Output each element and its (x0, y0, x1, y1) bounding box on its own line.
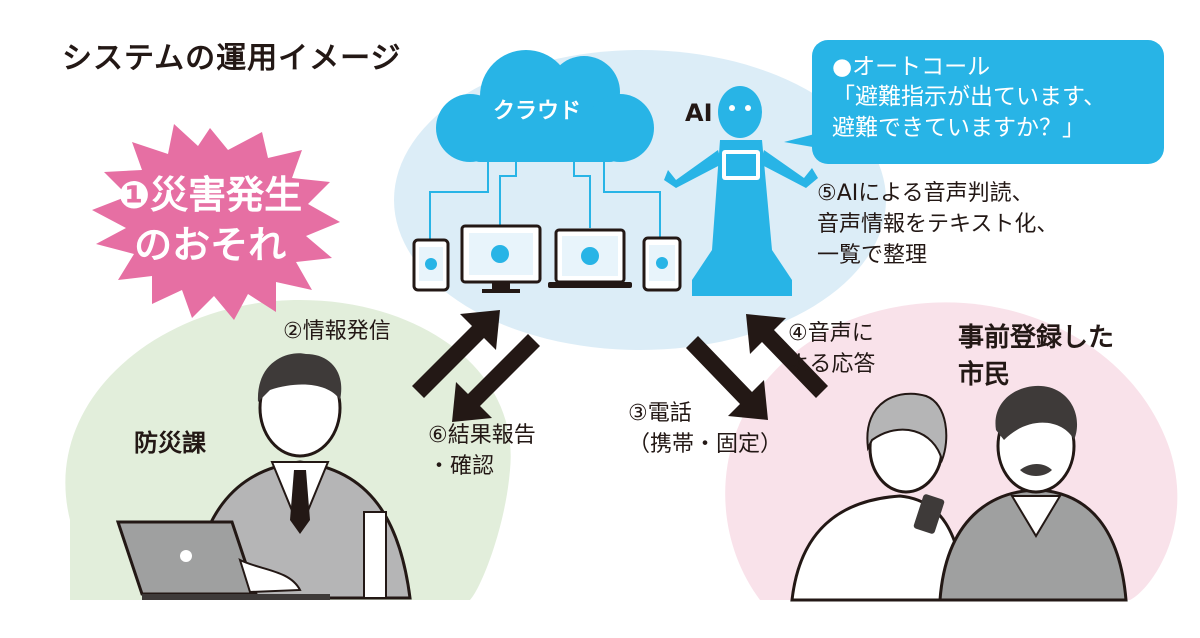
step4-label: ④音声に よる応答 (788, 321, 876, 378)
tablet-icon-right (642, 236, 682, 292)
arrow-voice-response (746, 314, 828, 398)
auto-call-text: ●オートコール 「避難指示が出ています、 避難できていますか？」 (832, 54, 1107, 141)
step6-label: ⑥結果報告 ・確認 (428, 423, 536, 480)
diagram-title: システムの運用イメージ (62, 41, 402, 76)
step3-label: ③電話 （携帯・固定） (628, 401, 783, 458)
bousai-label: 防災課 (134, 429, 206, 457)
auto-call-bubble (812, 40, 1164, 164)
disaster-label: ❶災害発生 のおそれ (118, 173, 303, 268)
citizen-label: 事前登録した 市民 (958, 323, 1115, 390)
monitor-icon (460, 224, 542, 293)
tablet-icon-left (412, 238, 450, 292)
arrow-phone-call (686, 336, 768, 420)
disaster-burst (92, 124, 340, 320)
cloud-icon (436, 50, 654, 162)
staff-person-illustration (115, 353, 412, 600)
cloud-connectors (429, 162, 661, 240)
ai-robot-icon (664, 86, 818, 296)
step5-label: ⑤AIによる音声判読、 音声情報をテキスト化、 一覧で整理 (817, 181, 1059, 269)
citizens-illustration (790, 385, 1128, 602)
arrow-result-report (452, 334, 540, 422)
step2-label: ②情報発信 (283, 319, 391, 344)
laptop-icon (548, 228, 632, 288)
arrow-info-send (412, 310, 500, 398)
cloud-label: クラウド (493, 99, 582, 124)
ai-label: AI (685, 99, 713, 127)
